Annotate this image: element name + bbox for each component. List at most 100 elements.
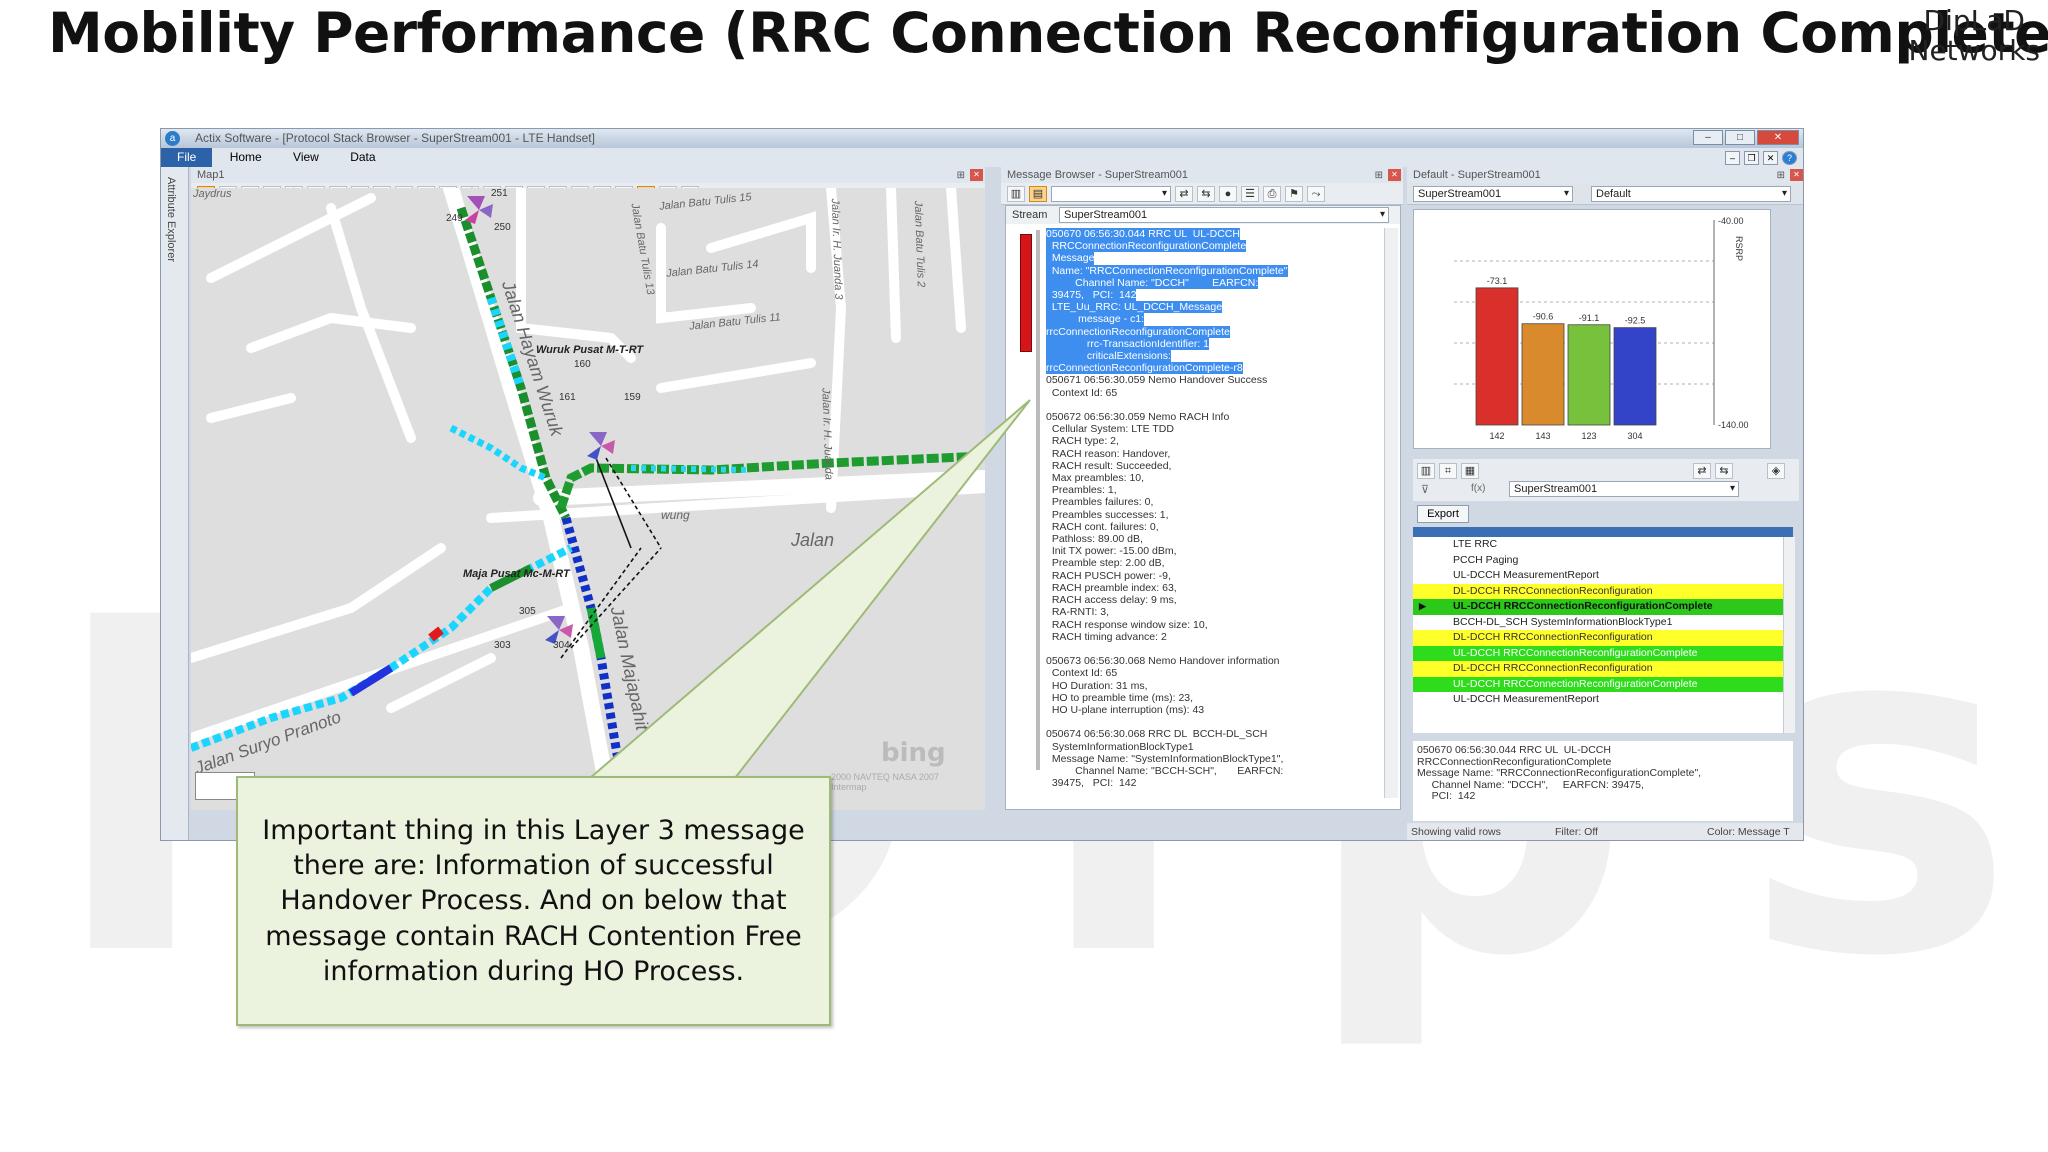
decoded-message-list[interactable]: 050670 06:56:30.044 RRC UL UL-DCCH RRCCo…: [1046, 228, 1374, 788]
view-combo[interactable]: Default: [1591, 185, 1791, 202]
flag-icon[interactable]: ⚑: [1285, 185, 1303, 202]
log-row[interactable]: DL-DCCH RRCConnectionReconfiguration: [1413, 661, 1783, 677]
message-line[interactable]: RACH preamble index: 63,: [1046, 581, 1177, 594]
message-line[interactable]: SystemInformationBlockType1: [1046, 740, 1194, 753]
sync-icon[interactable]: ⇆: [1715, 463, 1733, 479]
decode-icon[interactable]: ▤: [1029, 185, 1047, 202]
pin-icon[interactable]: ⊞: [1374, 170, 1383, 181]
menu-view[interactable]: View: [293, 150, 319, 164]
message-line[interactable]: rrcConnectionReconfigurationComplete: [1046, 325, 1230, 338]
map-close-icon[interactable]: ✕: [970, 169, 983, 181]
message-scrollbar[interactable]: [1384, 228, 1398, 798]
properties-icon[interactable]: ☰: [1241, 185, 1259, 202]
message-line[interactable]: Context Id: 65: [1046, 667, 1118, 680]
list-view-icon[interactable]: ▥: [1417, 463, 1435, 479]
message-line[interactable]: Preambles failures: 0,: [1046, 496, 1154, 509]
message-line[interactable]: criticalExtensions:: [1046, 350, 1171, 363]
message-line[interactable]: [1046, 399, 1374, 411]
message-line[interactable]: RACH reason: Handover,: [1046, 447, 1171, 460]
message-line[interactable]: HO Duration: 31 ms,: [1046, 679, 1148, 692]
message-line[interactable]: RACH type: 2,: [1046, 435, 1119, 448]
minimize-button[interactable]: –: [1693, 130, 1723, 145]
maximize-button[interactable]: □: [1725, 130, 1755, 145]
log-row[interactable]: DL-DCCH RRCConnectionReconfiguration: [1413, 630, 1783, 646]
message-line[interactable]: 050672 06:56:30.059 Nemo RACH Info: [1046, 411, 1230, 424]
message-line[interactable]: Init TX power: -15.00 dBm,: [1046, 545, 1177, 558]
message-browser-close-icon[interactable]: ✕: [1388, 169, 1401, 181]
sync-icon[interactable]: ⇆: [1197, 185, 1215, 202]
message-line[interactable]: Cellular System: LTE TDD: [1046, 423, 1174, 436]
menu-home[interactable]: Home: [229, 150, 262, 164]
help-icon[interactable]: ?: [1782, 151, 1797, 165]
message-line[interactable]: Pathloss: 89.00 dB,: [1046, 533, 1143, 546]
stream-combo[interactable]: SuperStream001: [1509, 481, 1739, 497]
message-line[interactable]: Message: [1046, 252, 1095, 265]
log-row[interactable]: ▶UL-DCCH RRCConnectionReconfigurationCom…: [1413, 599, 1783, 615]
menu-file[interactable]: File: [161, 148, 213, 167]
view-icon[interactable]: ▥: [1007, 185, 1025, 202]
message-line[interactable]: 39475, PCI: 142: [1046, 777, 1137, 788]
message-line[interactable]: Name: "RRCConnectionReconfigurationCompl…: [1046, 264, 1288, 277]
pin-icon[interactable]: ⊞: [1776, 170, 1785, 181]
message-line[interactable]: RACH cont. failures: 0,: [1046, 520, 1159, 533]
log-scrollbar[interactable]: [1783, 537, 1795, 733]
close-button[interactable]: ✕: [1757, 130, 1799, 145]
stream-combo[interactable]: SuperStream001: [1413, 185, 1573, 202]
log-row[interactable]: UL-DCCH RRCConnectionReconfigurationComp…: [1413, 645, 1783, 661]
log-row[interactable]: BCCH-DL_SCH SystemInformationBlockType1: [1413, 615, 1783, 631]
message-line[interactable]: RACH access delay: 9 ms,: [1046, 594, 1177, 607]
message-line[interactable]: RACH response window size: 10,: [1046, 618, 1208, 631]
message-line[interactable]: 050674 06:56:30.068 RRC DL BCCH-DL_SCH: [1046, 728, 1268, 741]
message-line[interactable]: [1046, 643, 1374, 655]
pin-icon[interactable]: ⊞: [956, 170, 965, 181]
message-line[interactable]: RACH PUSCH power: -9,: [1046, 569, 1171, 582]
message-line[interactable]: Preambles: 1,: [1046, 484, 1117, 497]
message-line[interactable]: Preambles successes: 1,: [1046, 508, 1169, 521]
mdi-restore-button[interactable]: ❐: [1744, 151, 1759, 165]
attribute-explorer-tab[interactable]: Attribute Explorer: [161, 167, 189, 840]
mdi-minimize-button[interactable]: –: [1725, 151, 1740, 165]
message-line[interactable]: Preamble step: 2.00 dB,: [1046, 557, 1165, 570]
split-icon[interactable]: ⌗: [1439, 463, 1457, 479]
message-line[interactable]: RA-RNTI: 3,: [1046, 606, 1110, 619]
link-icon[interactable]: ⇄: [1693, 463, 1711, 479]
mdi-close-button[interactable]: ✕: [1763, 151, 1778, 165]
message-line[interactable]: Message Name: "SystemInformationBlockTyp…: [1046, 752, 1284, 765]
link-icon[interactable]: ⇄: [1175, 185, 1193, 202]
message-line[interactable]: RRCConnectionReconfigurationComplete: [1046, 240, 1247, 253]
print-icon[interactable]: ⎙: [1263, 185, 1281, 202]
message-line[interactable]: HO to preamble time (ms): 23,: [1046, 691, 1194, 704]
function-icon[interactable]: f(x): [1471, 483, 1486, 494]
message-line[interactable]: Max preambles: 10,: [1046, 472, 1145, 485]
filter-combo[interactable]: [1051, 185, 1171, 202]
message-line[interactable]: 39475, PCI: 142: [1046, 289, 1137, 302]
export-button[interactable]: Export: [1417, 505, 1469, 523]
log-row[interactable]: UL-DCCH MeasurementReport: [1413, 568, 1783, 584]
menu-data[interactable]: Data: [350, 150, 376, 164]
message-line[interactable]: HO U-plane interruption (ms): 43: [1046, 703, 1205, 716]
log-row[interactable]: PCCH Paging: [1413, 553, 1783, 569]
message-line[interactable]: rrcConnectionReconfigurationComplete-r8: [1046, 362, 1243, 375]
message-line[interactable]: 050671 06:56:30.059 Nemo Handover Succes…: [1046, 374, 1268, 387]
log-row[interactable]: DL-DCCH RRCConnectionReconfiguration: [1413, 583, 1783, 599]
message-line[interactable]: RACH result: Succeeded,: [1046, 459, 1172, 472]
message-line[interactable]: message - c1:: [1046, 313, 1145, 326]
message-line[interactable]: rrc-TransactionIdentifier: 1: [1046, 337, 1209, 351]
message-line[interactable]: Channel Name: "BCCH-SCH", EARFCN:: [1046, 764, 1284, 777]
stream-combo[interactable]: SuperStream001: [1059, 207, 1389, 223]
table-icon[interactable]: ▦: [1461, 463, 1479, 479]
message-line[interactable]: 050673 06:56:30.068 Nemo Handover inform…: [1046, 655, 1280, 668]
layers-icon[interactable]: ◈: [1767, 463, 1785, 479]
message-line[interactable]: Context Id: 65: [1046, 386, 1118, 399]
map-canvas[interactable]: Jaydrus Jalan Batu Tulis 15 Jalan Batu T…: [191, 188, 985, 810]
message-line[interactable]: [1046, 716, 1374, 728]
jump-icon[interactable]: ⤳: [1307, 185, 1325, 202]
stop-icon[interactable]: ●: [1219, 185, 1237, 202]
message-line[interactable]: Channel Name: "DCCH" EARFCN:: [1046, 276, 1259, 290]
message-line[interactable]: LTE_Uu_RRC: UL_DCCH_Message: [1046, 301, 1223, 314]
filter-icon[interactable]: ⊽: [1421, 484, 1430, 496]
log-row[interactable]: UL-DCCH RRCConnectionReconfigurationComp…: [1413, 676, 1783, 692]
log-row[interactable]: UL-DCCH MeasurementReport: [1413, 692, 1783, 708]
message-line[interactable]: RACH timing advance: 2: [1046, 630, 1167, 643]
